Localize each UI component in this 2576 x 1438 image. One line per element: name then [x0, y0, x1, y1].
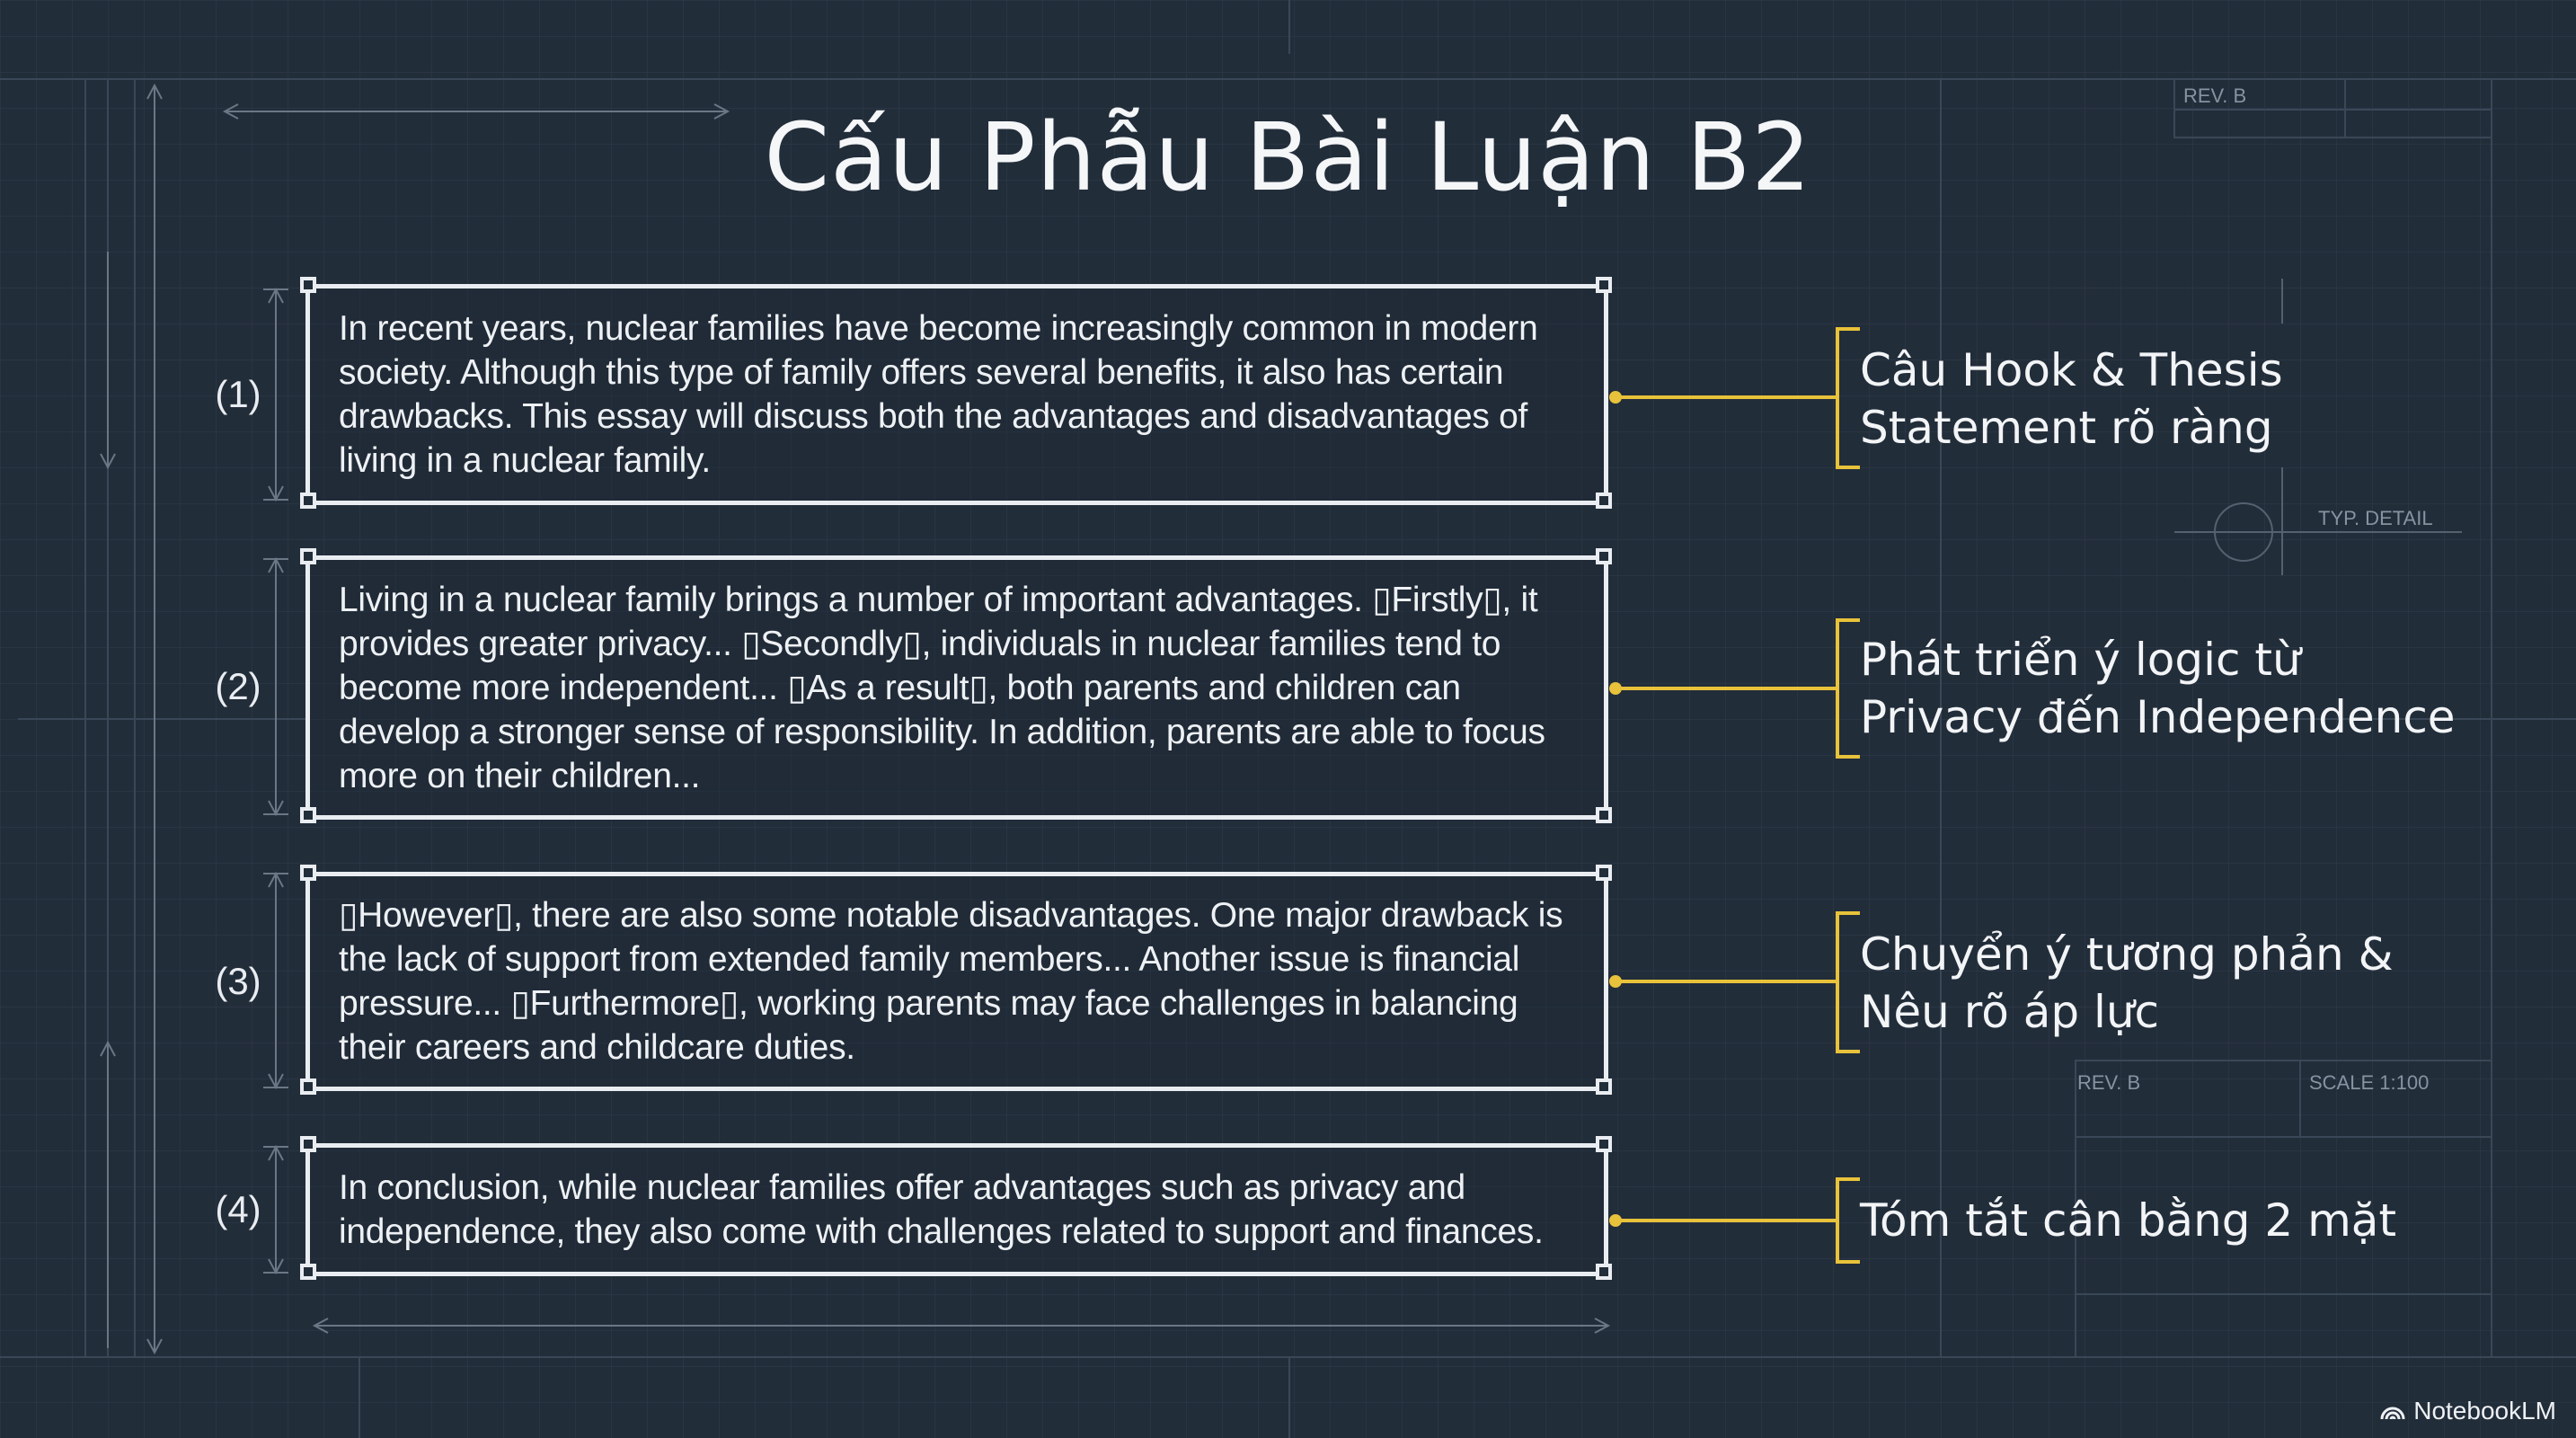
- paragraph-number: (2): [215, 665, 261, 707]
- paragraph-box: ▯However▯, there are also some notable d…: [305, 872, 1608, 1091]
- annotation-3: Chuyển ý tương phản & Nêu rõ áp lực: [1860, 926, 2394, 1041]
- annotation-2: Phát triển ý logic từ Privacy đến Indepe…: [1860, 631, 2456, 746]
- annotation-line: Privacy đến Independence: [1860, 691, 2456, 743]
- paragraph-text: Living in a nuclear family brings a numb…: [339, 580, 1545, 795]
- box-corner: [1596, 548, 1612, 564]
- annotation-line: Tóm tắt cân bằng 2 mặt: [1860, 1194, 2397, 1247]
- box-corner: [1596, 1264, 1612, 1280]
- box-corner: [300, 1078, 316, 1095]
- box-corner: [1596, 493, 1612, 509]
- annotation-line: Nêu rõ áp lực: [1860, 986, 2160, 1038]
- box-corner: [1596, 277, 1612, 293]
- paragraph-box: In recent years, nuclear families have b…: [305, 284, 1608, 505]
- box-corner: [1596, 807, 1612, 823]
- box-corner: [300, 1264, 316, 1280]
- paragraph-text: ▯However▯, there are also some notable d…: [339, 896, 1563, 1067]
- box-corner: [1596, 1136, 1612, 1152]
- page-title: Cấu Phẫu Bài Luận B2: [764, 102, 1812, 212]
- box-corner: [300, 807, 316, 823]
- paragraph-number: (1): [215, 373, 261, 415]
- notebooklm-brand: NotebookLM: [2379, 1397, 2556, 1425]
- notebooklm-logo-icon: [2380, 1407, 2405, 1420]
- annotation-line: Statement rõ ràng: [1860, 402, 2273, 454]
- box-corner: [300, 1136, 316, 1152]
- box-corner: [300, 865, 316, 881]
- paragraph-number: (4): [215, 1188, 261, 1230]
- brand-label: NotebookLM: [2413, 1397, 2556, 1425]
- paragraph-box: In conclusion, while nuclear families of…: [305, 1143, 1608, 1276]
- annotation-line: Câu Hook & Thesis: [1860, 344, 2283, 396]
- annotation-4: Tóm tắt cân bằng 2 mặt: [1860, 1192, 2396, 1249]
- paragraph-box: Living in a nuclear family brings a numb…: [305, 555, 1608, 820]
- box-corner: [300, 548, 316, 564]
- annotation-line: Phát triển ý logic từ: [1860, 634, 2301, 686]
- scale-label: SCALE 1:100: [2309, 1071, 2430, 1094]
- annotation-line: Chuyển ý tương phản &: [1860, 928, 2394, 981]
- paragraph-text: In recent years, nuclear families have b…: [339, 309, 1538, 480]
- box-corner: [300, 277, 316, 293]
- rev-label-bottom: REV. B: [2077, 1071, 2141, 1094]
- box-corner: [1596, 1078, 1612, 1095]
- typ-detail-label: TYP. DETAIL: [2318, 507, 2433, 529]
- box-corner: [1596, 865, 1612, 881]
- paragraph-text: In conclusion, while nuclear families of…: [339, 1168, 1544, 1251]
- annotation-1: Câu Hook & Thesis Statement rõ ràng: [1860, 342, 2283, 457]
- rev-label-top: REV. B: [2183, 84, 2247, 107]
- box-corner: [300, 493, 316, 509]
- paragraph-number: (3): [215, 960, 261, 1002]
